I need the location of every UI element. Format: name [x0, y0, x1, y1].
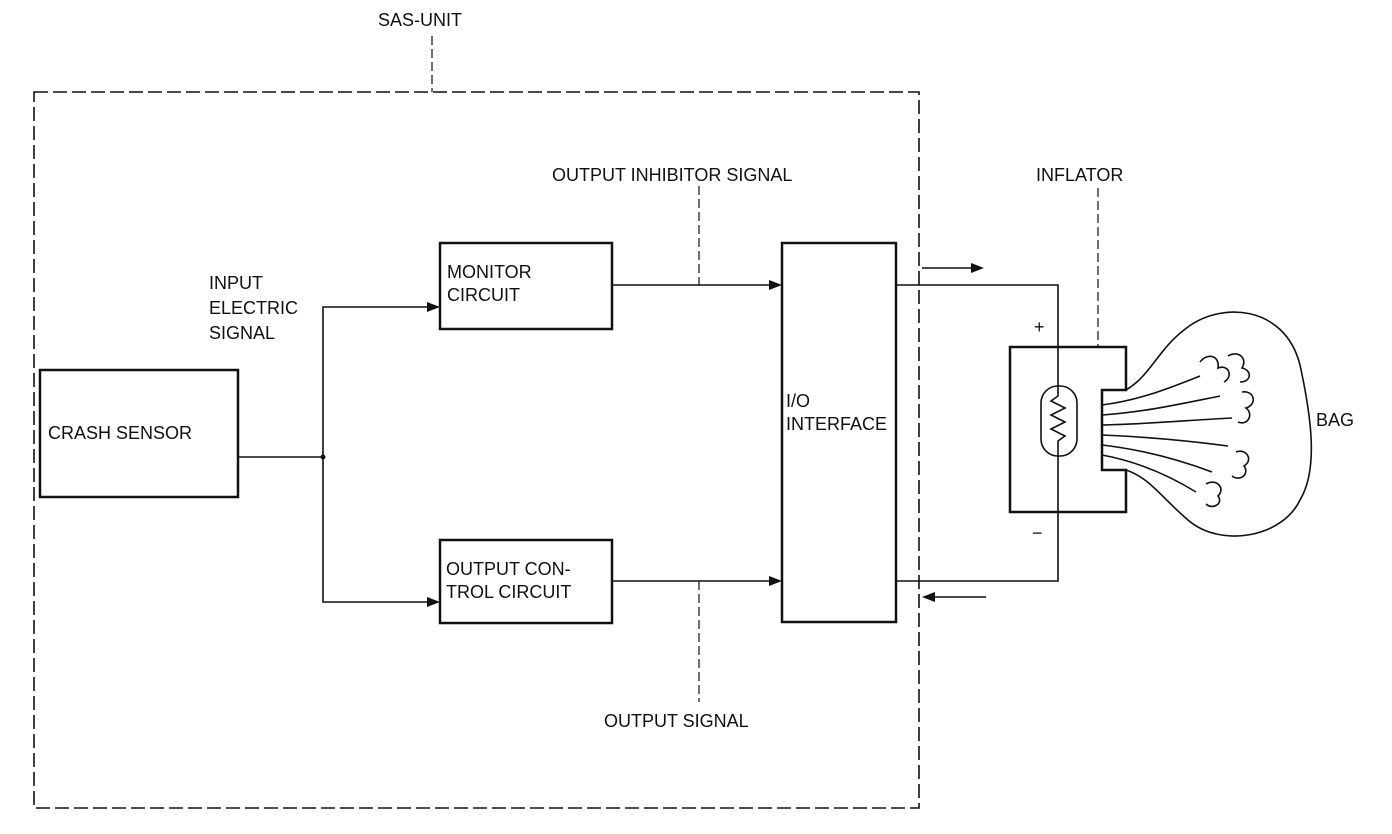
- output-control-to-io-arrow: [769, 576, 782, 586]
- current-out-arrow: [971, 263, 984, 273]
- bag-label: BAG: [1316, 410, 1354, 430]
- branch-to-monitor: [322, 306, 428, 457]
- crash-sensor-label: CRASH SENSOR: [48, 423, 192, 443]
- output-control-label-line1: OUTPUT CON-: [446, 559, 571, 579]
- monitor-to-io-arrow: [769, 280, 782, 290]
- negative-lead-wire: [896, 511, 1059, 582]
- sas-unit-boundary: [33, 91, 920, 809]
- inflator-minus-sign: −: [1032, 523, 1043, 543]
- arrow-to-output-control: [427, 597, 440, 607]
- inflator-plus-sign: +: [1034, 317, 1045, 337]
- io-interface-label-line1: I/O: [786, 391, 810, 411]
- inflator-label: INFLATOR: [1036, 165, 1123, 185]
- monitor-circuit-label-line2: CIRCUIT: [447, 285, 520, 305]
- io-interface-label-line2: INTERFACE: [786, 414, 887, 434]
- output-inhibitor-signal-label: OUTPUT INHIBITOR SIGNAL: [552, 165, 792, 185]
- bag-outline: [1125, 311, 1313, 537]
- current-return-arrow: [922, 592, 935, 602]
- output-signal-label: OUTPUT SIGNAL: [604, 711, 749, 731]
- input-electric-signal-line3: SIGNAL: [209, 323, 275, 343]
- input-electric-signal-line2: ELECTRIC: [209, 298, 298, 318]
- igniter-capsule: [1040, 385, 1078, 457]
- monitor-circuit-block: [438, 241, 614, 331]
- input-electric-signal-line1: INPUT: [209, 273, 263, 293]
- crash-sensor-block: [38, 368, 240, 499]
- io-interface-block: [780, 241, 898, 624]
- sas-unit-label: SAS-UNIT: [378, 10, 462, 30]
- monitor-circuit-label-line1: MONITOR: [447, 262, 532, 282]
- bag-inflation-flow: [1101, 353, 1254, 508]
- arrow-to-monitor: [427, 302, 440, 312]
- branch-to-output-control: [322, 457, 428, 603]
- output-control-label-line2: TROL CIRCUIT: [446, 582, 571, 602]
- output-control-circuit-block: [438, 538, 614, 625]
- igniter-resistor-icon: [1049, 346, 1067, 512]
- inflator-body: [1008, 345, 1128, 514]
- positive-lead-wire: [896, 284, 1059, 346]
